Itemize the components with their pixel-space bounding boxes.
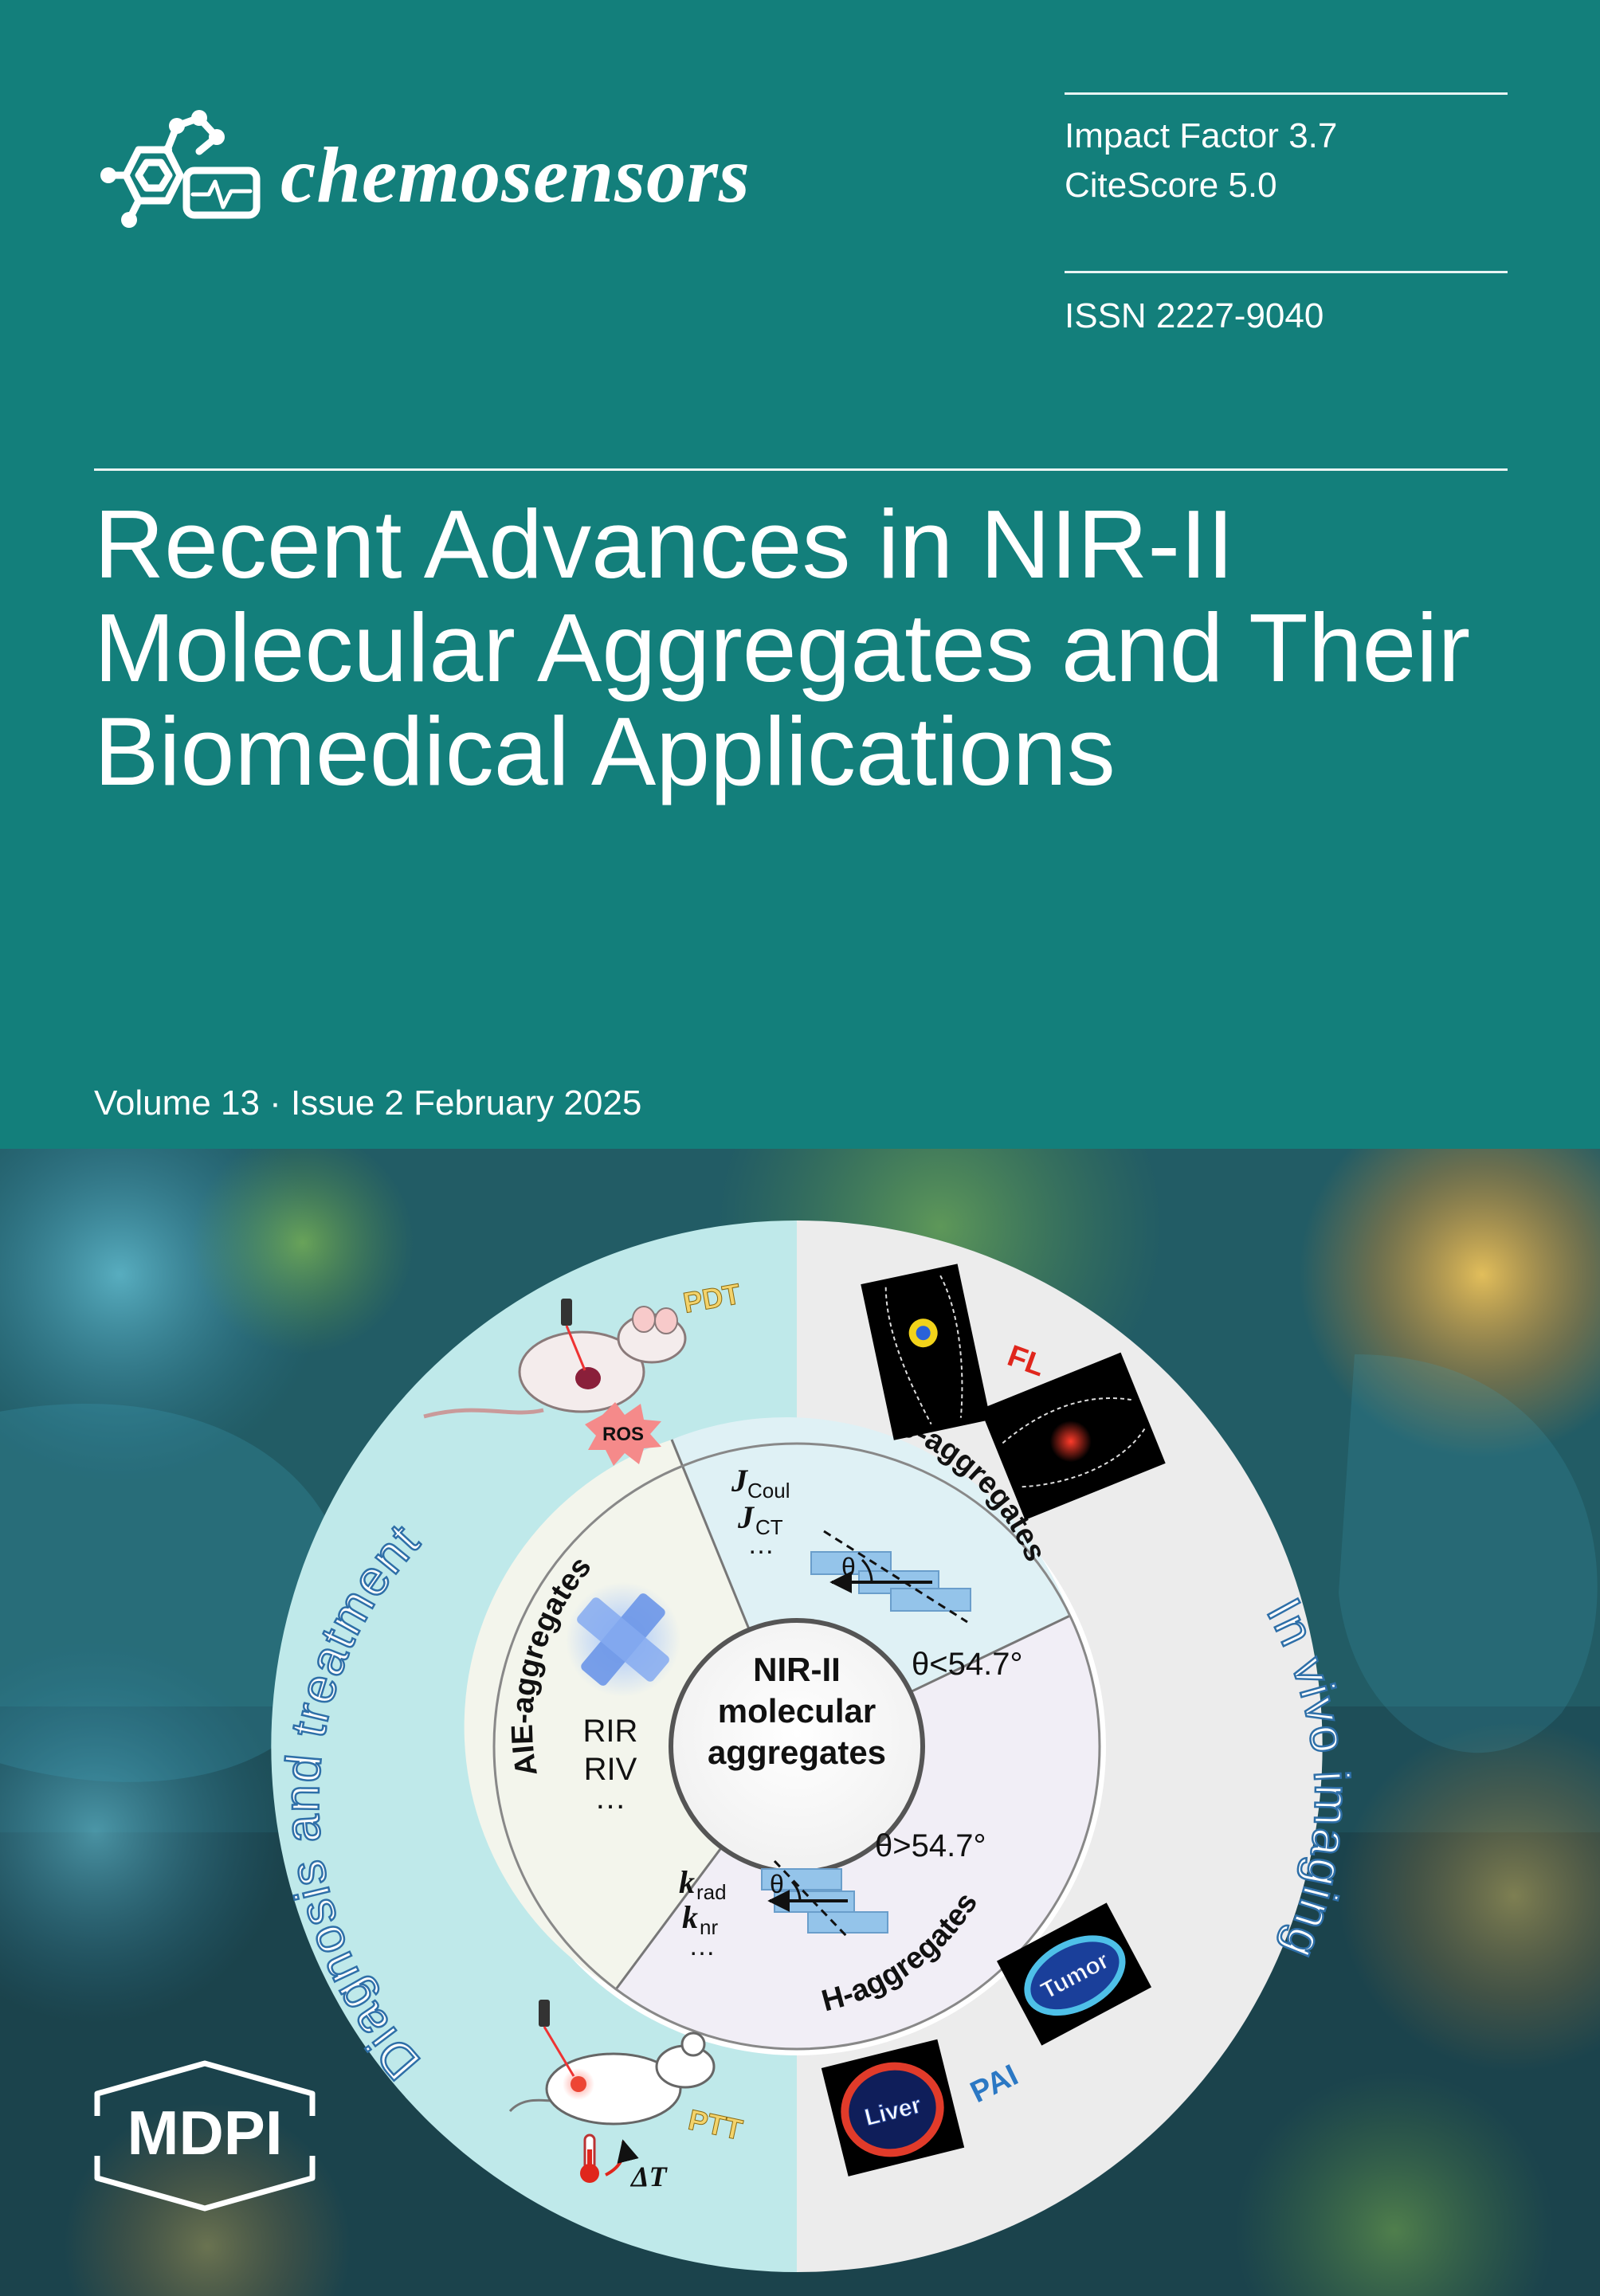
metrics-middle-rule: [1065, 271, 1508, 273]
citescore: CiteScore 5.0: [1065, 166, 1277, 205]
journal-logo-icon: [100, 110, 261, 228]
thermometer-icon: [580, 2133, 639, 2183]
title-line-1: Recent Advances in NIR-II: [94, 490, 1234, 598]
fl-image-1: [861, 1264, 991, 1440]
ptt-mouse-icon: [508, 2000, 716, 2126]
fl-image-2: [980, 1352, 1166, 1520]
k-nr-symbol: k: [682, 1899, 698, 1935]
h-theta: θ: [770, 1870, 784, 1898]
ros-burst-icon: ROS: [585, 1402, 661, 1466]
h-more: …: [688, 1931, 716, 1961]
h-angle: θ>54.7°: [875, 1828, 986, 1863]
aie-item-riv: RIV: [584, 1752, 637, 1787]
j-more: …: [747, 1530, 775, 1560]
pai-tumor-image: Tumor: [996, 1902, 1152, 2046]
delta-t-label: ΔT: [629, 2161, 669, 2192]
j-theta: θ: [841, 1553, 856, 1581]
publisher-name: MDPI: [127, 2098, 283, 2168]
pai-liver-image: Liver: [821, 2039, 965, 2176]
aie-item-more: …: [594, 1781, 626, 1816]
issn: ISSN 2227-9040: [1065, 296, 1324, 335]
k-rad-subscript: rad: [696, 1880, 727, 1904]
title-line-3: Biomedical Applications: [94, 697, 1116, 805]
j-ct-symbol: J: [737, 1499, 755, 1535]
center-line-2: molecular: [718, 1692, 876, 1730]
journal-name: chemosensors: [280, 131, 751, 219]
j-ct-subscript: CT: [755, 1515, 783, 1539]
metrics-top-rule: [1065, 92, 1508, 95]
j-stack-diagram: θ: [810, 1530, 971, 1624]
cover-artwork: NIR-II molecular aggregates Diagnosis an…: [0, 1149, 1600, 2296]
impact-factor: Impact Factor 3.7: [1065, 116, 1338, 155]
cover-header: [0, 0, 1600, 1149]
k-nr-subscript: nr: [700, 1915, 718, 1939]
j-angle: θ<54.7°: [912, 1647, 1022, 1682]
issue-label: Volume 13 · Issue 2 February 2025: [94, 1083, 642, 1123]
title-rule: [94, 468, 1508, 471]
pdt-mouse-icon: [423, 1299, 687, 1419]
center-line-1: NIR-II: [753, 1651, 841, 1688]
j-coul-subscript: Coul: [747, 1479, 790, 1503]
j-coul-symbol: J: [731, 1463, 749, 1499]
h-stack-diagram: θ: [761, 1859, 888, 1939]
article-title: Recent Advances in NIR-II Molecular Aggr…: [94, 492, 1528, 803]
aie-crystal-icon: [577, 1593, 669, 1686]
title-line-2: Molecular Aggregates and Their: [94, 594, 1471, 702]
center-line-3: aggregates: [708, 1734, 886, 1771]
ros-label: ROS: [602, 1424, 644, 1445]
mdpi-logo: MDPI: [94, 2060, 316, 2212]
k-rad-symbol: k: [679, 1864, 695, 1900]
aie-aggregates-sector: [464, 1440, 797, 1989]
aie-item-rir: RIR: [583, 1714, 638, 1749]
